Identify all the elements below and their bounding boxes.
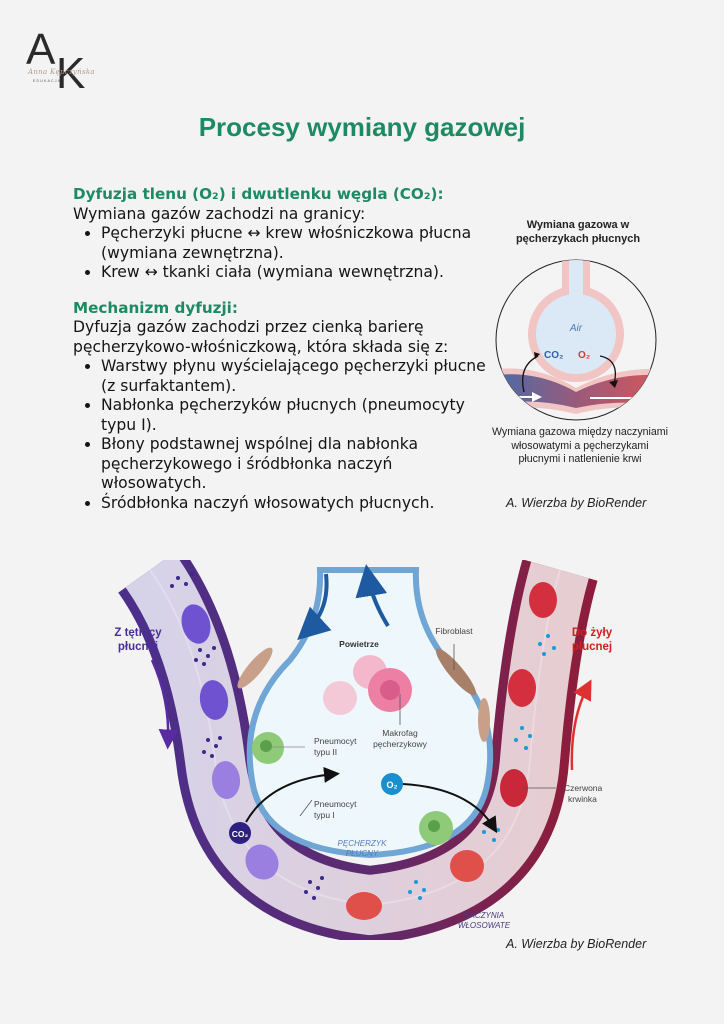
- list-item: Nabłonka pęcherzyków płucnych (pneumocyt…: [101, 396, 493, 435]
- capillary-blood: [496, 374, 656, 408]
- list-item: Błony podstawnej wspólnej dla nabłonka p…: [101, 435, 493, 494]
- alveolus-label: PŁUCNY: [346, 849, 379, 858]
- flow-arrow-icon: [500, 392, 542, 402]
- main-figure-credit: A. Wierzba by BioRender: [506, 937, 647, 951]
- section1-list: Pęcherzyki płucne ↔ krew włośniczkowa pł…: [73, 224, 493, 283]
- o2-diffusion-arrow-icon: [402, 783, 498, 834]
- list-item: Pęcherzyki płucne ↔ krew włośniczkowa pł…: [101, 224, 493, 263]
- logo-monogram: A K: [26, 25, 85, 98]
- o2-molecule-label: O₂: [387, 780, 398, 790]
- small-figure-title-line: Wymiana gazowa w: [526, 219, 630, 231]
- rbc-oxygenated: [346, 582, 557, 920]
- rbc-label: krwinka: [568, 794, 597, 804]
- co2-particles: [170, 572, 324, 900]
- logo-signature: Anna Kępczyńska: [28, 68, 95, 76]
- pneumocyte-ii-label: typu II: [314, 747, 337, 757]
- list-item: Śródbłonka naczyń włosowatych płucnych.: [101, 494, 493, 514]
- flow-arrow-icon: [590, 393, 650, 403]
- small-figure-credit: A. Wierzba by BioRender: [506, 496, 647, 510]
- alveolus: [246, 567, 494, 859]
- alveolus-air: [536, 294, 616, 374]
- logo-subtitle: EDUKACJA: [33, 79, 62, 83]
- flow-up-arrow-icon: [570, 679, 592, 771]
- co2-molecule-label: CO₂: [232, 829, 249, 839]
- air-label: Air: [569, 323, 583, 334]
- small-figure: Wymiana gazowa w pęcherzykach płucnych: [480, 218, 676, 427]
- to-vein-label: Do żyły: [572, 627, 613, 639]
- page-title: Procesy wymiany gazowej: [198, 112, 526, 142]
- fibroblast-cell: [435, 648, 477, 696]
- from-artery-label: płucnej: [118, 641, 158, 653]
- to-vein-label: płucnej: [572, 641, 612, 653]
- small-figure-caption: Wymiana gazowa między naczyniami włosowa…: [492, 426, 668, 465]
- logo-letter-a: A: [26, 25, 56, 74]
- co2-molecule-icon: [229, 822, 251, 844]
- o2-molecule-icon: [381, 773, 403, 795]
- small-figure-title-line: pęcherzykach płucnych: [515, 233, 641, 245]
- o2-arrow-icon: [599, 355, 617, 385]
- capillary-label: NACZYNIA: [464, 911, 504, 920]
- alveolus-exchange-diagram: Air CO₂ O₂: [495, 259, 657, 421]
- pneumocyte-i-label: typu I: [314, 810, 335, 820]
- co2-diffusion-arrow-icon: [245, 766, 340, 823]
- airflow-in-arrow-icon: [297, 573, 332, 641]
- capillary-label: WŁOSOWATE: [458, 921, 511, 930]
- logo-letter-k: K: [56, 49, 85, 94]
- fibroblast-label: Fibroblast: [435, 626, 473, 636]
- pneumocyte-ii-label: Pneumocyt: [314, 736, 357, 746]
- section1-intro: Wymiana gazów zachodzi na granicy:: [73, 204, 366, 223]
- macrophage-cell: [323, 681, 357, 715]
- text-content: Dyfuzja tlenu (O₂) i dwutlenku węgla (CO…: [73, 185, 493, 513]
- section2-list: Warstwy płynu wyścielającego pęcherzyki …: [73, 357, 493, 513]
- rbc-deoxygenated: [181, 604, 279, 880]
- capillary-alveolus-diagram: O₂ CO₂ Z tętnicy płucnej Do żyły płucnej…: [114, 560, 613, 940]
- alveolus-label: PĘCHERZYK: [338, 839, 388, 848]
- pneumocyte-i-label: Pneumocyt: [314, 799, 357, 809]
- fibroblast-cell: [478, 698, 490, 742]
- macrophage-label: pęcherzykowy: [373, 739, 428, 749]
- rbc-label: Czerwona: [564, 783, 603, 793]
- small-figure-title: Wymiana gazowa w pęcherzykach płucnych: [480, 218, 676, 246]
- air-label: Powietrze: [339, 639, 379, 649]
- section1-heading: Dyfuzja tlenu (O₂) i dwutlenku węgla (CO…: [73, 185, 444, 203]
- list-item: Warstwy płynu wyścielającego pęcherzyki …: [101, 357, 493, 396]
- from-artery-label: Z tętnicy: [114, 627, 162, 639]
- section2-intro: Dyfuzja gazów zachodzi przez cienką bari…: [73, 318, 449, 356]
- flow-down-arrow-icon: [150, 659, 179, 750]
- airflow-out-arrow-icon: [355, 564, 390, 628]
- logo: A K Anna Kępczyńska EDUKACJA: [24, 24, 104, 98]
- list-item: Krew ↔ tkanki ciała (wymiana wewnętrzna)…: [101, 263, 493, 283]
- fibroblast-cell: [237, 647, 273, 689]
- section2-heading: Mechanizm dyfuzji:: [73, 298, 238, 317]
- macrophage-label: Makrofag: [382, 728, 418, 738]
- co2-label: CO₂: [544, 350, 563, 361]
- o2-label: O₂: [578, 350, 590, 361]
